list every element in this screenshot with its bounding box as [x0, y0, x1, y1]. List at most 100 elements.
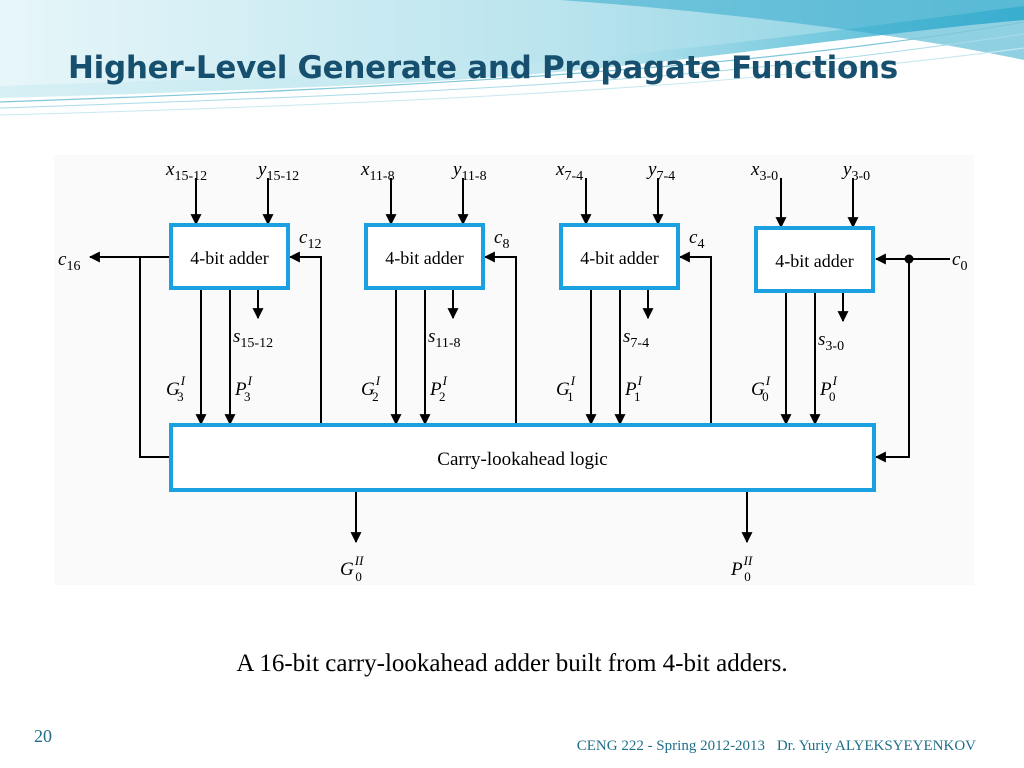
label-part: I [375, 373, 381, 388]
sum-output-label: s3-0 [818, 329, 844, 354]
label-part: s [428, 326, 435, 347]
label-part: 3 [244, 389, 251, 404]
label-part: 15-12 [266, 169, 299, 184]
adder-label: 4-bit adder [385, 248, 463, 268]
label-part: x [750, 159, 760, 180]
footer: CENG 222 - Spring 2012-2013 Dr. Yuriy AL… [569, 738, 976, 755]
adder-label: 4-bit adder [190, 248, 268, 268]
label-part: 1 [567, 389, 574, 404]
label-part: I [765, 373, 771, 388]
four-bit-adder-box [169, 223, 290, 290]
label-part: 2 [439, 389, 446, 404]
label-part: I [832, 373, 838, 388]
x-input-label: x7-4 [555, 159, 583, 184]
junction-dot [904, 254, 914, 264]
c16-label: c16 [58, 249, 80, 274]
adder-label: 4-bit adder [580, 248, 658, 268]
label-part: s [818, 329, 825, 350]
slide-title: Higher-Level Generate and Propagate Func… [68, 50, 898, 86]
label-part: 11-8 [369, 169, 394, 184]
label-part: G [751, 379, 765, 400]
label-part: G [556, 379, 570, 400]
label-part: 3-0 [851, 169, 870, 184]
label-part: 12 [307, 237, 321, 252]
label-part: II [354, 553, 364, 568]
label-part: c [299, 227, 308, 248]
diagram-background [54, 155, 974, 585]
label-part: I [442, 373, 448, 388]
label-part: c [952, 249, 961, 270]
label-part: c [58, 249, 67, 270]
label-part: y [451, 159, 462, 180]
carry-in-arrow [288, 251, 322, 425]
slide-number: 20 [34, 726, 52, 746]
x-input-label: x15-12 [165, 159, 207, 184]
c16-cla-wire [139, 257, 171, 458]
carry-in-label: c12 [299, 227, 321, 252]
x-input-label: x11-8 [360, 159, 395, 184]
label-part: 7-4 [630, 336, 649, 351]
label-part: G [340, 559, 354, 580]
c0-to-cla-arrow [874, 259, 910, 463]
label-part: y [646, 159, 657, 180]
footer-course: CENG 222 - Spring 2012-2013 [576, 738, 766, 754]
label-part: x [555, 159, 565, 180]
label-part: G [361, 379, 375, 400]
label-part: 0 [355, 569, 362, 584]
diagram-caption: A 16-bit carry-lookahead adder built fro… [236, 650, 788, 677]
four-bit-adder-box [364, 223, 485, 290]
sum-output-label: s11-8 [428, 326, 461, 351]
label-part: y [841, 159, 852, 180]
label-part: 0 [829, 389, 836, 404]
label-part: y [256, 159, 267, 180]
label-part: I [247, 373, 253, 388]
label-part: P [819, 379, 832, 400]
label-part: 3-0 [825, 339, 844, 354]
carry-in-arrow [483, 251, 517, 425]
x-input-label: x3-0 [750, 159, 778, 184]
c0-label: c0 [952, 249, 967, 274]
label-part: P [730, 559, 743, 580]
label-part: G [166, 379, 180, 400]
four-bit-adder-box [754, 226, 875, 293]
label-part: 3-0 [759, 169, 778, 184]
label-part: 7-4 [656, 169, 675, 184]
footer-author: Dr. Yuriy ALYEKSYEYENKOV [776, 738, 976, 754]
label-part: P [624, 379, 637, 400]
carry-lookahead-logic-box [169, 423, 876, 492]
label-part: P [234, 379, 247, 400]
label-part: II [743, 553, 753, 568]
y-input-label: y11-8 [451, 159, 487, 184]
y-input-label: y15-12 [256, 159, 299, 184]
label-part: 2 [372, 389, 379, 404]
label-part: s [623, 326, 630, 347]
carry-in-arrow [678, 251, 712, 425]
carry-in-label: c8 [494, 227, 509, 252]
label-part: 0 [762, 389, 769, 404]
label-part: 7-4 [564, 169, 583, 184]
y-input-label: y7-4 [646, 159, 675, 184]
label-part: P [429, 379, 442, 400]
label-part: c [689, 227, 698, 248]
label-part: 0 [960, 259, 967, 274]
label-part: I [570, 373, 576, 388]
adder-label: 4-bit adder [775, 251, 853, 271]
label-part: 11-8 [461, 169, 486, 184]
label-part: 4 [697, 237, 704, 252]
label-part: 1 [634, 389, 641, 404]
label-part: I [180, 373, 186, 388]
sum-output-label: s15-12 [233, 326, 273, 351]
label-part: I [637, 373, 643, 388]
label-part: c [494, 227, 503, 248]
